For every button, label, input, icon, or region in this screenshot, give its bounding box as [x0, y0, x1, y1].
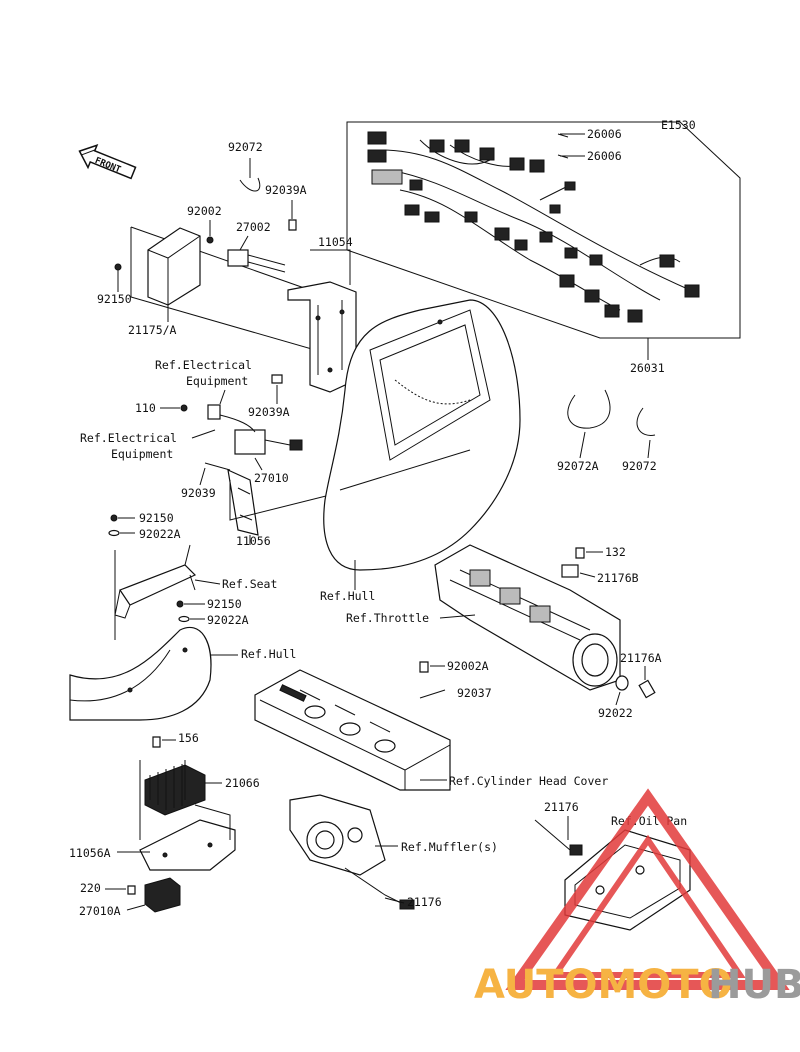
label-26006-a: 26006 — [587, 127, 622, 141]
label-21176-top: 21176 — [544, 800, 579, 814]
label-21175A: 21175/A — [128, 323, 177, 337]
label-11056A: 11056A — [69, 846, 111, 860]
ref-hull-1: Ref.Hull — [241, 647, 296, 661]
label-27002: 27002 — [236, 220, 271, 234]
label-220: 220 — [80, 881, 101, 895]
label-92022A-low: 92022A — [207, 613, 249, 627]
label-92022: 92022 — [598, 706, 633, 720]
watermark-logo: AUTOMOTO HUB — [474, 788, 800, 1008]
watermark-text-gray: HUB — [708, 962, 800, 1008]
label-92002A: 92002A — [447, 659, 489, 673]
label-92002: 92002 — [187, 204, 222, 218]
label-27010A: 27010A — [79, 904, 121, 918]
hull-lower — [69, 626, 212, 721]
watermark-text-orange: AUTOMOTO — [474, 962, 733, 1008]
label-11056: 11056 — [236, 534, 271, 548]
label-92150-top: 92150 — [97, 292, 132, 306]
bracket-11056 — [227, 468, 259, 536]
cylinder-head-cover — [254, 669, 451, 791]
label-27010: 27010 — [254, 471, 289, 485]
label-110: 110 — [135, 401, 156, 415]
label-132: 132 — [605, 545, 626, 559]
label-21176A: 21176A — [620, 651, 662, 665]
ref-cylinder-head-cover: Ref.Cylinder Head Cover — [449, 774, 608, 788]
label-21176-bot: 21176 — [407, 895, 442, 909]
muffler — [289, 794, 386, 876]
label-92037: 92037 — [457, 686, 492, 700]
label-92039A-top: 92039A — [265, 183, 307, 197]
ecu-box — [147, 227, 201, 306]
bracket-11054 — [287, 281, 357, 393]
label-92039: 92039 — [181, 486, 216, 500]
label-21066: 21066 — [225, 776, 260, 790]
label-26006-b: 26006 — [587, 149, 622, 163]
sensor-27010 — [207, 404, 303, 455]
bracket-11056A — [139, 804, 236, 871]
relay-27010A — [144, 877, 181, 913]
label-92039A-mid: 92039A — [248, 405, 290, 419]
label-92150-low: 92150 — [207, 597, 242, 611]
label-92072-top: 92072 — [228, 140, 263, 154]
ref-electrical-2-line2: Equipment — [111, 447, 173, 461]
diagram-code: E1530 — [661, 118, 696, 132]
ref-muffler: Ref.Muffler(s) — [401, 840, 498, 854]
regulator-21066 — [144, 764, 206, 816]
wiring-harness-group — [346, 121, 741, 339]
label-156: 156 — [178, 731, 199, 745]
ref-electrical-1-line2: Equipment — [186, 374, 248, 388]
ref-throttle: Ref.Throttle — [346, 611, 429, 625]
front-arrow-icon: FRONT — [78, 144, 137, 180]
ref-hull-2: Ref.Hull — [320, 589, 375, 603]
ref-electrical-2-line1: Ref.Electrical — [80, 431, 177, 445]
label-11054: 11054 — [318, 235, 353, 249]
ref-seat: Ref.Seat — [222, 577, 277, 591]
label-92022A-mid: 92022A — [139, 527, 181, 541]
throttle-body — [434, 544, 621, 691]
label-21176B: 21176B — [597, 571, 639, 585]
hull-section — [323, 299, 521, 571]
sensor-27002 — [227, 249, 286, 273]
label-92072-right: 92072 — [622, 459, 657, 473]
label-92072A: 92072A — [557, 459, 599, 473]
ref-electrical-1-line1: Ref.Electrical — [155, 358, 252, 372]
seat-bracket — [114, 544, 197, 619]
label-26031: 26031 — [630, 361, 665, 375]
label-92150-mid: 92150 — [139, 511, 174, 525]
